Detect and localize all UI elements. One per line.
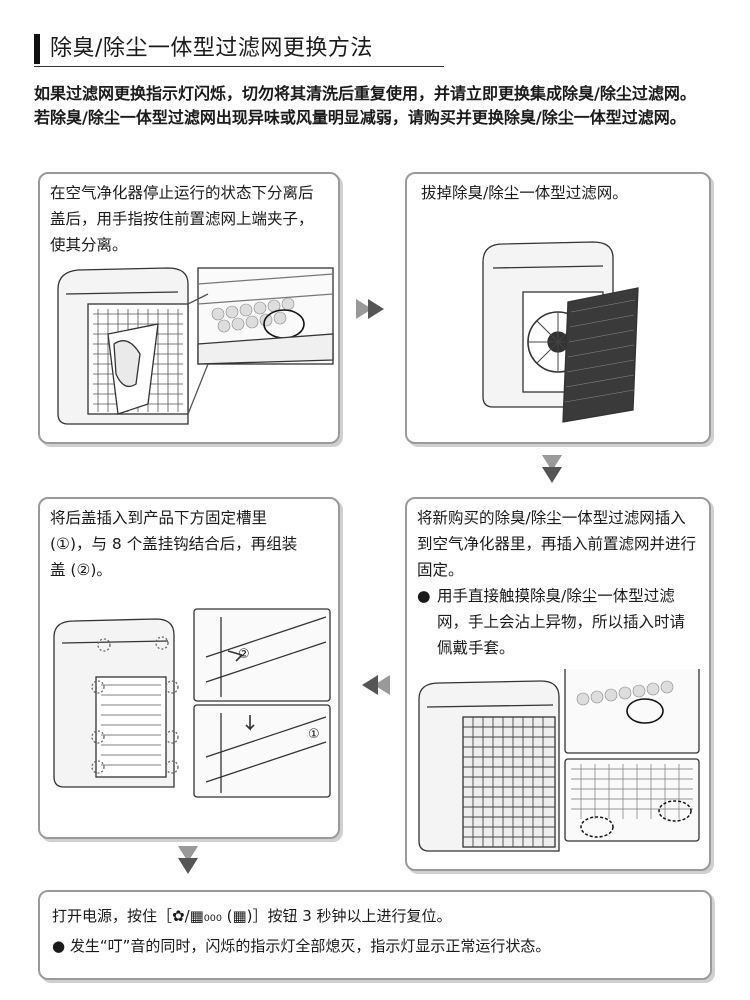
step4-illustration (46, 607, 336, 807)
step1-illustration (48, 264, 338, 434)
step1-panel: 在空气净化器停止运行的状态下分离后盖后，用手指按住前置滤网上端夹子，使其分离。 (38, 172, 340, 444)
bullet-icon: ● (52, 937, 65, 955)
arrow-right-1 (356, 297, 386, 321)
arrow-down-1 (540, 455, 564, 485)
page-title: 除臭/除尘一体型过滤网更换方法 (50, 34, 373, 64)
step3-note-text: 用手直接触摸除臭/除尘一体型过滤网，手上会沾上异物，所以插入时请佩戴手套。 (437, 583, 699, 661)
intro-paragraph: 如果过滤网更换指示灯闪烁，切勿将其清洗后重复使用，并请立即更换集成除臭/除尘过滤… (34, 82, 714, 130)
final-panel: 打开电源，按住［✿/▦₀₀₀ (▦)］按钮 3 秒钟以上进行复位。 ● 发生“叮… (38, 890, 712, 980)
final-note: ● 发生“叮”音的同时，闪烁的指示灯全部熄灭，指示灯显示正常运行状态。 (52, 932, 550, 960)
step2-illustration (413, 232, 703, 432)
final-instruction: 打开电源，按住［✿/▦₀₀₀ (▦)］按钮 3 秒钟以上进行复位。 (52, 902, 452, 930)
step4-mark-2: ② (238, 647, 250, 662)
title-underline (34, 66, 444, 67)
step4-panel: 将后盖插入到产品下方固定槽里 (①)，与 8 个盖挂钩结合后，再组装盖 (②)。… (38, 497, 340, 839)
step2-text: 拔掉除臭/除尘一体型过滤网。 (421, 180, 701, 206)
step3-text: 将新购买的除臭/除尘一体型过滤网插入到空气净化器里，再插入前置滤网并进行固定。 (417, 505, 697, 583)
step3-illustration (411, 669, 705, 859)
step4-mark-1: ① (308, 727, 320, 742)
arrow-left-1 (362, 673, 392, 697)
bullet-icon: ● (417, 583, 431, 609)
arrow-down-2 (176, 846, 200, 876)
final-note-text: 发生“叮”音的同时，闪烁的指示灯全部熄灭，指示灯显示正常运行状态。 (70, 937, 551, 955)
step3-panel: 将新购买的除臭/除尘一体型过滤网插入到空气净化器里，再插入前置滤网并进行固定。 … (405, 497, 711, 871)
step2-panel: 拔掉除臭/除尘一体型过滤网。 (405, 172, 711, 444)
step4-text: 将后盖插入到产品下方固定槽里 (①)，与 8 个盖挂钩结合后，再组装盖 (②)。 (50, 505, 300, 583)
step1-text: 在空气净化器停止运行的状态下分离后盖后，用手指按住前置滤网上端夹子，使其分离。 (50, 180, 320, 258)
title-bar-mark (34, 34, 40, 64)
